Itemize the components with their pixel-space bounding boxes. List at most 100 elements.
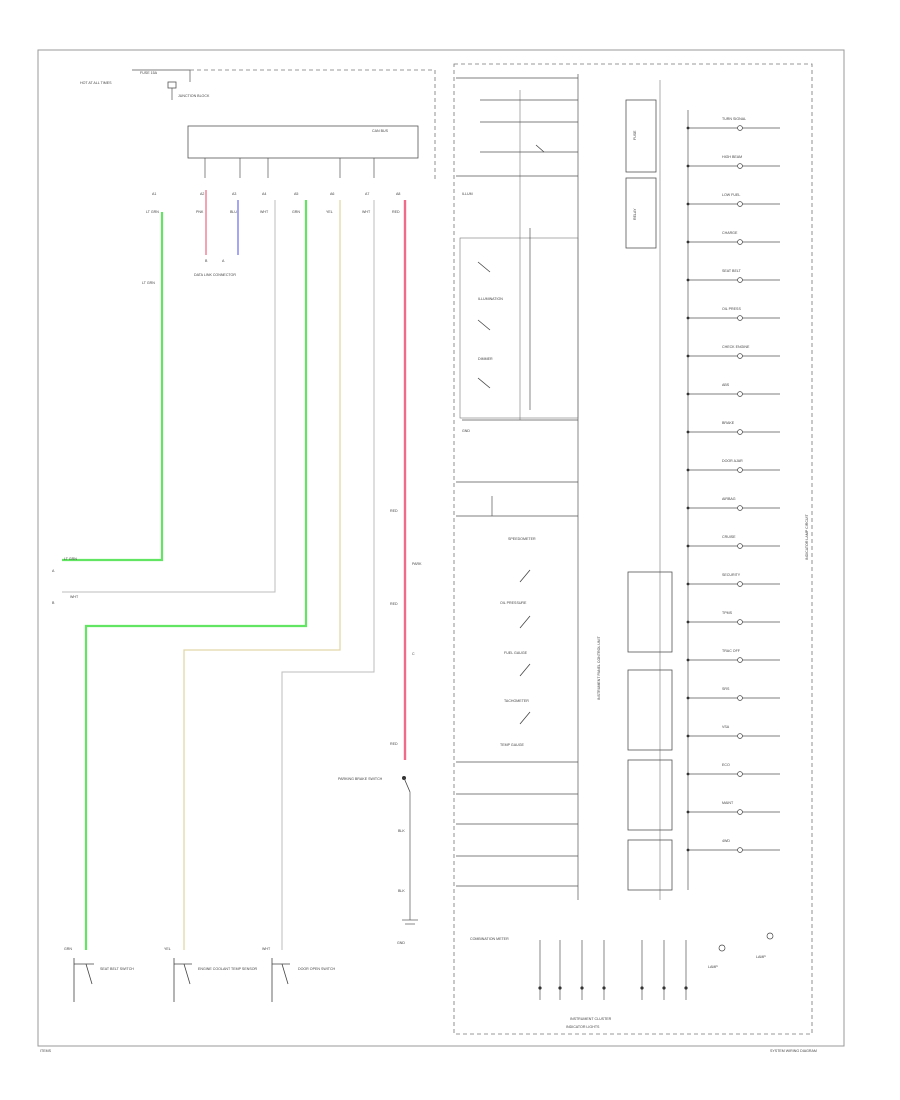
svg-text:A2: A2 (200, 192, 204, 196)
indicator-lamp-icon (737, 809, 743, 815)
svg-text:A1: A1 (152, 192, 156, 196)
indicator-lamp-icon (737, 543, 743, 549)
indicator-row: CRUISE (686, 535, 780, 549)
indicator-label: SECURITY (722, 573, 741, 577)
green-label: LT GRN (142, 281, 155, 285)
svg-text:WHT: WHT (362, 210, 371, 214)
svg-text:BLK: BLK (398, 889, 405, 893)
indicator-lamp-icon (737, 505, 743, 511)
indicator-row: AIRBAG (686, 497, 780, 511)
indicator-row: TPMS (686, 611, 780, 625)
white-label: WHT (70, 595, 79, 599)
fuse-id-label: FUSE 15A (140, 71, 158, 75)
indicator-row: 4WD (686, 839, 780, 853)
indicator-label: SEAT BELT (722, 269, 742, 273)
indicator-label: TURN SIGNAL (722, 117, 746, 121)
svg-text:WHT: WHT (260, 210, 269, 214)
indicator-row: LOW FUEL (686, 193, 780, 207)
indicator-lamp-icon (737, 847, 743, 853)
indicator-lamp-icon (737, 581, 743, 587)
can-label: CAN BUS (372, 129, 389, 133)
parking-brake-label: PARKING BRAKE SWITCH (338, 777, 383, 781)
switch-right: WHT DOOR OPEN SWITCH (262, 947, 336, 1002)
indicator-label: AIRBAG (722, 497, 736, 501)
footer-left: ITEMS (40, 1049, 52, 1053)
svg-text:RELAY: RELAY (633, 208, 637, 220)
indicator-row: SRS (686, 687, 780, 701)
fuse-label: HOT AT ALL TIMES (80, 81, 112, 85)
indicator-row: DOOR AJAR (686, 459, 780, 473)
indicator-row: ECO (686, 763, 780, 777)
indicator-row: BRAKE (686, 421, 780, 435)
control-module-box (187, 125, 419, 159)
indicator-lamp-icon (737, 163, 743, 169)
switch-mid: YEL ENGINE COOLANT TEMP SENSOR (164, 947, 258, 1002)
indicator-label: LOW FUEL (722, 193, 740, 197)
indicator-row: TRAC OFF (686, 649, 780, 663)
switch-right-label: DOOR OPEN SWITCH (298, 967, 336, 971)
switch-mid-label: ENGINE COOLANT TEMP SENSOR (198, 967, 258, 971)
indicator-label: VSA (722, 725, 730, 729)
block-label: JUNCTION BLOCK (178, 94, 210, 98)
svg-text:GRN: GRN (292, 210, 300, 214)
gauge-fuel: FUEL GAUGE (504, 651, 528, 655)
svg-text:WHT: WHT (262, 947, 271, 951)
power-section: HOT AT ALL TIMES FUSE 15A JUNCTION BLOCK… (80, 69, 436, 214)
svg-text:A5: A5 (294, 192, 298, 196)
bottom-switches: GRN SEAT BELT SWITCH YEL ENGINE COOLANT … (64, 947, 336, 1002)
white-wire (62, 200, 276, 593)
instrument-cluster: FUSE RELAY ILLUM ILLUMINATION DIMMER GND… (453, 63, 813, 1035)
indicator-row: SEAT BELT (686, 269, 780, 283)
indicator-lamp-icon (737, 429, 743, 435)
svg-text:LAMP: LAMP (708, 965, 718, 969)
cluster-bottom-label: INDICATOR LIGHTS (566, 1025, 600, 1029)
indicator-rows: TURN SIGNAL HIGH BEAM LOW FUEL CHARGE SEAT B… (686, 117, 780, 853)
svg-text:YEL: YEL (164, 947, 171, 951)
cluster-boundary (453, 63, 813, 1035)
indicator-lamp-icon (737, 239, 743, 245)
indicator-label: HIGH BEAM (722, 155, 742, 159)
svg-text:GND: GND (462, 429, 470, 433)
indicator-label: 4WD (722, 839, 730, 843)
footer-right: SYSTEM WIRING DIAGRAM (770, 1049, 817, 1053)
svg-text:GRN: GRN (64, 947, 72, 951)
indicator-label: DOOR AJAR (722, 459, 743, 463)
indicator-lamp-icon (737, 733, 743, 739)
switch-left: GRN SEAT BELT SWITCH (64, 947, 134, 1002)
svg-text:BLU: BLU (230, 210, 237, 214)
indicator-row: SECURITY (686, 573, 780, 587)
indicator-label: OIL PRESS (722, 307, 741, 311)
indicator-label: BRAKE (722, 421, 735, 425)
gauge-tach: TACHOMETER (504, 699, 529, 703)
svg-text:LT GRN: LT GRN (146, 210, 159, 214)
right-side-label: INDICATOR LAMP CIRCUIT (805, 513, 809, 560)
indicator-lamp-icon (737, 201, 743, 207)
wires: DATA LINK CONNECTOR AB LT GRN LT GRN WHT… (52, 190, 422, 950)
switch-left-label: SEAT BELT SWITCH (100, 967, 134, 971)
cluster-subtitle: COMBINATION METER (470, 937, 509, 941)
svg-text:A3: A3 (232, 192, 236, 196)
svg-text:A: A (52, 569, 55, 573)
indicator-row: MAINT (686, 801, 780, 815)
diagram-frame (37, 49, 845, 1047)
indicator-label: CHECK ENGINE (722, 345, 750, 349)
indicator-label: TPMS (722, 611, 733, 615)
indicator-label: ECO (722, 763, 730, 767)
svg-text:A7: A7 (365, 192, 369, 196)
indicator-lamp-icon (737, 277, 743, 283)
indicator-lamp-icon (737, 315, 743, 321)
label-illum: ILLUMINATION (478, 297, 503, 301)
svg-text:LAMP: LAMP (756, 955, 766, 959)
indicator-row: CHARGE (686, 231, 780, 245)
svg-text:YEL: YEL (326, 210, 333, 214)
indicator-lamp-icon (737, 771, 743, 777)
svg-text:C: C (412, 652, 415, 656)
indicator-label: SRS (722, 687, 730, 691)
svg-text:B: B (205, 259, 208, 263)
svg-text:A: A (222, 259, 225, 263)
indicator-label: TRAC OFF (722, 649, 741, 653)
svg-text:PARK: PARK (412, 562, 422, 566)
svg-text:RED: RED (390, 509, 398, 513)
